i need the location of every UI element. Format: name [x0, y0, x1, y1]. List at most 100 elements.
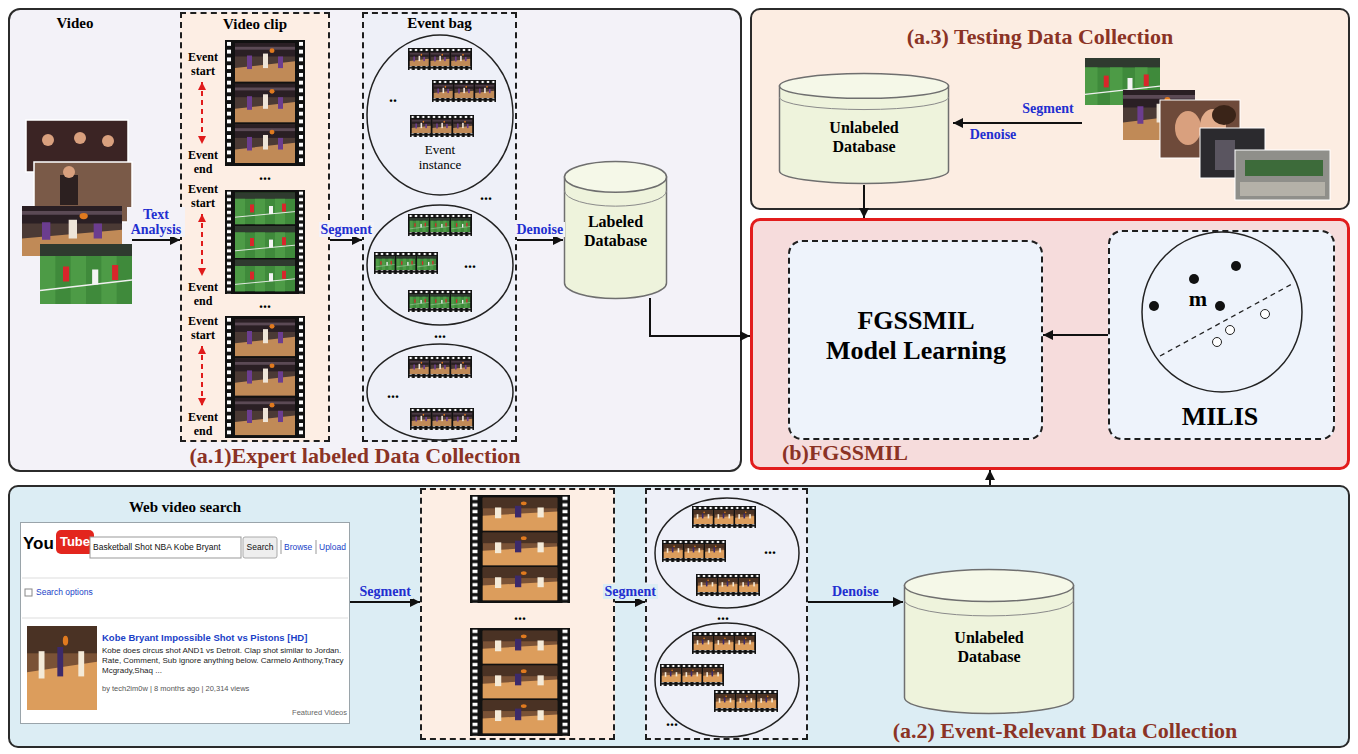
separator: [316, 540, 317, 554]
dashed-box: ...: [420, 488, 615, 740]
positive-point: [1189, 274, 1199, 284]
photo-detail: [74, 132, 86, 144]
event-instance: [432, 80, 496, 102]
bag-ellipse: [367, 344, 513, 440]
ellipsis: ...: [466, 186, 506, 204]
options-link: Search options: [36, 587, 126, 598]
logo-text: Tube: [56, 534, 94, 550]
flow-arrow: [517, 239, 563, 241]
photo-detail: [42, 134, 54, 146]
edge-label: Denoise: [830, 584, 881, 599]
rule: [22, 578, 348, 579]
photo-detail: [63, 166, 75, 178]
options-icon: [25, 589, 32, 596]
rule: [22, 618, 348, 619]
dashed-box: .........: [645, 488, 808, 740]
separator-line: [1160, 284, 1292, 356]
event-instance: [374, 252, 438, 274]
youtube-screenshot: [22, 530, 348, 710]
video-title: Kobe Bryant Impossible Shot vs Pistons […: [102, 632, 348, 644]
screenshot: Web video search: [20, 522, 350, 724]
panel: Unlabeled Database (a.3) Testing Data Col…: [750, 8, 1350, 210]
event-instance: [692, 506, 756, 528]
flow-arrow: [1043, 334, 1108, 336]
process-box: MILIS: [1108, 230, 1335, 440]
flow-arrow: [808, 601, 903, 603]
video-clip-strips: [202, 40, 305, 438]
box-heading: Video clip: [182, 15, 328, 33]
ellipsis: ...: [652, 712, 692, 730]
video-photos: [22, 120, 132, 304]
panel-heading: (a.2) Event-Relevant Data Collection: [850, 718, 1280, 743]
photo-detail: [1200, 109, 1226, 143]
bag-ellipse: [655, 498, 799, 608]
flow-arrow: [350, 601, 420, 603]
event-marker: Event end: [183, 148, 223, 176]
process-box: FGSSMIL Model Learning: [788, 240, 1043, 440]
photo: [1160, 100, 1240, 158]
ellipsis: ...: [495, 606, 545, 624]
nav-link: Browse: [284, 542, 314, 553]
nav-link: Upload: [319, 542, 349, 553]
button-text: Search: [243, 542, 277, 553]
film-strip: [225, 190, 305, 294]
photo-detail: [1175, 111, 1201, 145]
video-meta: by tech2im0w | 8 months ago | 20,314 vie…: [102, 684, 348, 694]
positive-point: [1231, 261, 1241, 271]
edge-label: Text Analysis: [127, 207, 185, 237]
event-instance: [660, 664, 724, 686]
ellipsis: ...: [240, 166, 290, 184]
event-bags: [367, 35, 513, 440]
panel: Web video search............ Unlabeled Da…: [8, 485, 1350, 748]
photo: [22, 206, 122, 256]
video-stack: Video: [22, 118, 132, 308]
ellipsis: ...: [378, 384, 408, 402]
ellipsis: ...: [420, 324, 460, 342]
dashed-box: Video clipEvent startEvent end...Event s…: [180, 12, 330, 442]
box-heading: Web video search: [60, 498, 310, 516]
logo-box: [56, 530, 94, 554]
process-label: FGSSMIL Model Learning: [820, 306, 1012, 366]
edge-label: Denoise: [515, 222, 566, 237]
photo-detail: [1245, 160, 1323, 176]
cylinder-body: [780, 86, 949, 184]
logo-text: You: [23, 534, 57, 554]
photo-detail: [60, 175, 78, 205]
database-cylinder: Unlabeled Database: [778, 72, 950, 185]
flow-arrow: [615, 601, 645, 603]
flow-arrow: [330, 239, 362, 241]
process-label: Segment: [1015, 101, 1081, 116]
ellipsis: ...: [450, 254, 490, 272]
search-button: [243, 537, 277, 558]
process-label: Denoise: [962, 127, 1024, 142]
box-heading: Video: [40, 14, 110, 32]
photo: [1200, 128, 1265, 178]
event-instance: [692, 632, 756, 654]
bag-ellipse: [367, 35, 513, 195]
photo: [34, 162, 132, 222]
flow-arrow: [132, 239, 180, 241]
point-label: m: [1186, 287, 1210, 311]
photo-detail: [1240, 182, 1325, 196]
event-instance: [410, 115, 474, 137]
database-cylinder: Labeled Database: [563, 160, 668, 300]
database-label: Unlabeled Database: [804, 118, 924, 156]
photo: [1235, 150, 1330, 200]
film-strip: [470, 495, 570, 603]
event-span-arrow: [201, 214, 203, 276]
panel: Video Video clipEvent startEvent end...Ev…: [8, 8, 742, 472]
film-strip: [470, 628, 570, 736]
event-instance: [408, 356, 472, 378]
flow-arrow: [650, 298, 750, 336]
cylinder-rim: [780, 97, 949, 109]
ellipsis: ...: [240, 294, 290, 312]
panel-heading: (a.1)Expert labeled Data Collection: [140, 443, 570, 468]
panel-heading: (a.3) Testing Data Collection: [840, 24, 1240, 49]
database-label: Unlabeled Database: [948, 628, 1030, 666]
photo: [1123, 90, 1195, 140]
section-note: Featured Videos: [285, 708, 347, 718]
instance-label: Event instance: [410, 142, 470, 172]
negative-point: [1226, 326, 1235, 335]
